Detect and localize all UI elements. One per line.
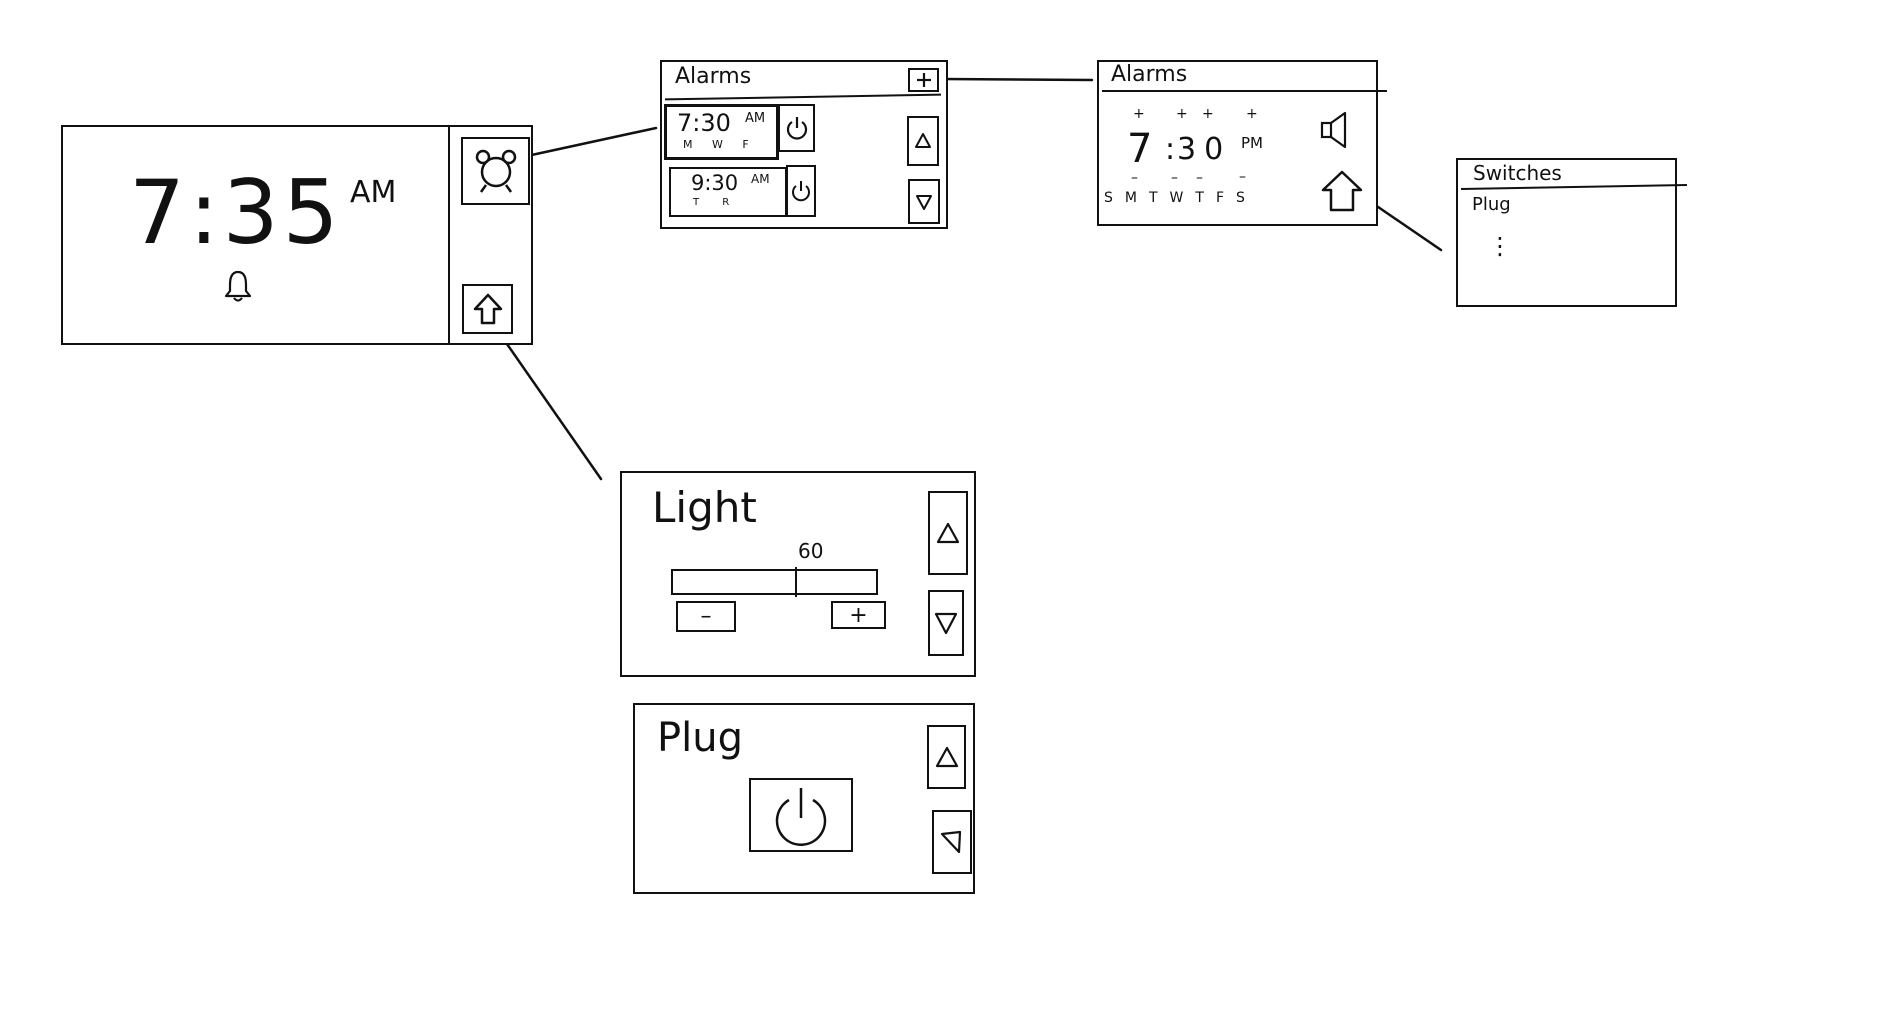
alarms-list-screen: Alarms 7:30 AM M W F 9:30 AM T R — [660, 60, 948, 229]
add-alarm-button[interactable] — [908, 68, 939, 92]
light-decrease-button[interactable]: – — [676, 601, 736, 632]
alarm-item[interactable]: 9:30 AM T R — [669, 167, 787, 217]
alarm-item-meridiem: AM — [745, 111, 766, 126]
light-level-slider[interactable] — [671, 567, 878, 597]
minute-ones-increment[interactable]: + — [1202, 106, 1214, 122]
triangle-up-icon — [914, 132, 932, 150]
alarm-toggle-button[interactable] — [786, 165, 816, 217]
home-button[interactable] — [462, 284, 513, 334]
alarm-item[interactable]: 7:30 AM M W F — [664, 104, 779, 160]
hour-decrement[interactable]: – — [1131, 170, 1138, 186]
minute-tens-increment[interactable]: + — [1176, 106, 1188, 122]
switches-screen: Switches Plug ⋮ — [1456, 158, 1688, 307]
light-slider-thumb[interactable] — [795, 567, 797, 597]
power-icon — [785, 115, 809, 141]
switches-more-indicator: ⋮ — [1488, 232, 1512, 260]
light-screen: Light 60 – + — [620, 471, 976, 677]
light-increase-label: + — [849, 602, 868, 628]
plus-icon — [916, 72, 932, 88]
switch-item-plug[interactable]: Plug — [1472, 194, 1511, 215]
home-arrow-icon — [472, 292, 504, 326]
alarm-clock-icon — [472, 147, 520, 195]
triangle-up-icon — [936, 521, 960, 545]
clock-sidebar-divider — [448, 127, 450, 343]
alarms-list-title: Alarms — [675, 64, 752, 89]
triangle-down-icon — [934, 611, 958, 635]
scroll-up-button[interactable] — [907, 116, 939, 166]
meridiem-decrement[interactable]: – — [1239, 169, 1246, 185]
plug-page-down-button[interactable] — [932, 810, 972, 874]
triangle-down-icon — [915, 193, 933, 211]
alarm-edit-minutes: 30 — [1177, 132, 1232, 167]
alarm-edit-header-rule — [1102, 90, 1387, 92]
alarm-edit-meridiem: PM — [1241, 134, 1263, 152]
speaker-icon[interactable] — [1319, 110, 1351, 150]
meridiem-toggle[interactable]: + — [1246, 106, 1258, 122]
clock-meridiem: AM — [350, 175, 397, 210]
plug-title: Plug — [657, 715, 743, 761]
alarm-edit-hour: 7 — [1127, 126, 1153, 172]
alarm-edit-title: Alarms — [1111, 62, 1188, 87]
day-toggle-sunday[interactable]: S — [1104, 190, 1113, 206]
minute-tens-decrement[interactable]: – — [1171, 170, 1178, 186]
day-toggle-saturday[interactable]: S — [1236, 190, 1245, 206]
light-increase-button[interactable]: + — [831, 601, 886, 629]
clock-screen: 7:35 AM — [61, 125, 533, 345]
alarm-item-meridiem: AM — [751, 172, 770, 186]
scroll-down-button[interactable] — [908, 179, 940, 224]
day-toggle-monday[interactable]: M — [1124, 190, 1137, 206]
home-icon[interactable] — [1319, 168, 1365, 214]
plug-screen: Plug — [633, 703, 975, 894]
light-page-down-button[interactable] — [928, 590, 964, 656]
alarm-item-time: 7:30 — [677, 109, 731, 137]
light-level-label: 60 — [798, 539, 824, 563]
alarm-item-time: 9:30 — [691, 171, 739, 195]
alarms-list-header-rule — [665, 93, 941, 101]
light-title: Light — [652, 483, 757, 532]
alarm-edit-colon: : — [1165, 132, 1176, 167]
light-decrease-label: – — [700, 604, 712, 629]
power-icon — [791, 179, 811, 203]
plug-page-up-button[interactable] — [927, 725, 966, 789]
plug-power-button[interactable] — [749, 778, 853, 852]
day-toggle-thursday[interactable]: T — [1195, 190, 1204, 206]
switches-title: Switches — [1473, 161, 1562, 185]
minute-ones-decrement[interactable]: – — [1196, 170, 1203, 186]
alarm-edit-screen: Alarms + + + + 7 : 30 PM – – – – S M T W… — [1097, 60, 1387, 226]
alarm-item-days: M W F — [683, 138, 757, 151]
day-toggle-wednesday[interactable]: W — [1169, 190, 1184, 206]
connector-alarms-to-edit — [940, 77, 1094, 82]
connector-clock-to-light — [498, 332, 603, 481]
triangle-down-icon — [940, 830, 964, 854]
clock-time: 7:35 — [129, 161, 343, 264]
alarm-button[interactable] — [461, 137, 530, 205]
triangle-up-icon — [935, 745, 959, 769]
day-toggle-tuesday[interactable]: T — [1148, 190, 1158, 206]
day-toggle-friday[interactable]: F — [1215, 190, 1225, 206]
bell-icon — [222, 269, 254, 303]
alarm-edit-days: S M T W T F S — [1104, 190, 1245, 206]
power-icon — [769, 784, 833, 846]
hour-increment[interactable]: + — [1133, 106, 1145, 122]
alarm-toggle-button[interactable] — [778, 104, 815, 152]
alarm-item-days: T R — [693, 197, 740, 208]
light-page-up-button[interactable] — [928, 491, 968, 575]
connector-clock-to-alarms — [525, 126, 658, 158]
